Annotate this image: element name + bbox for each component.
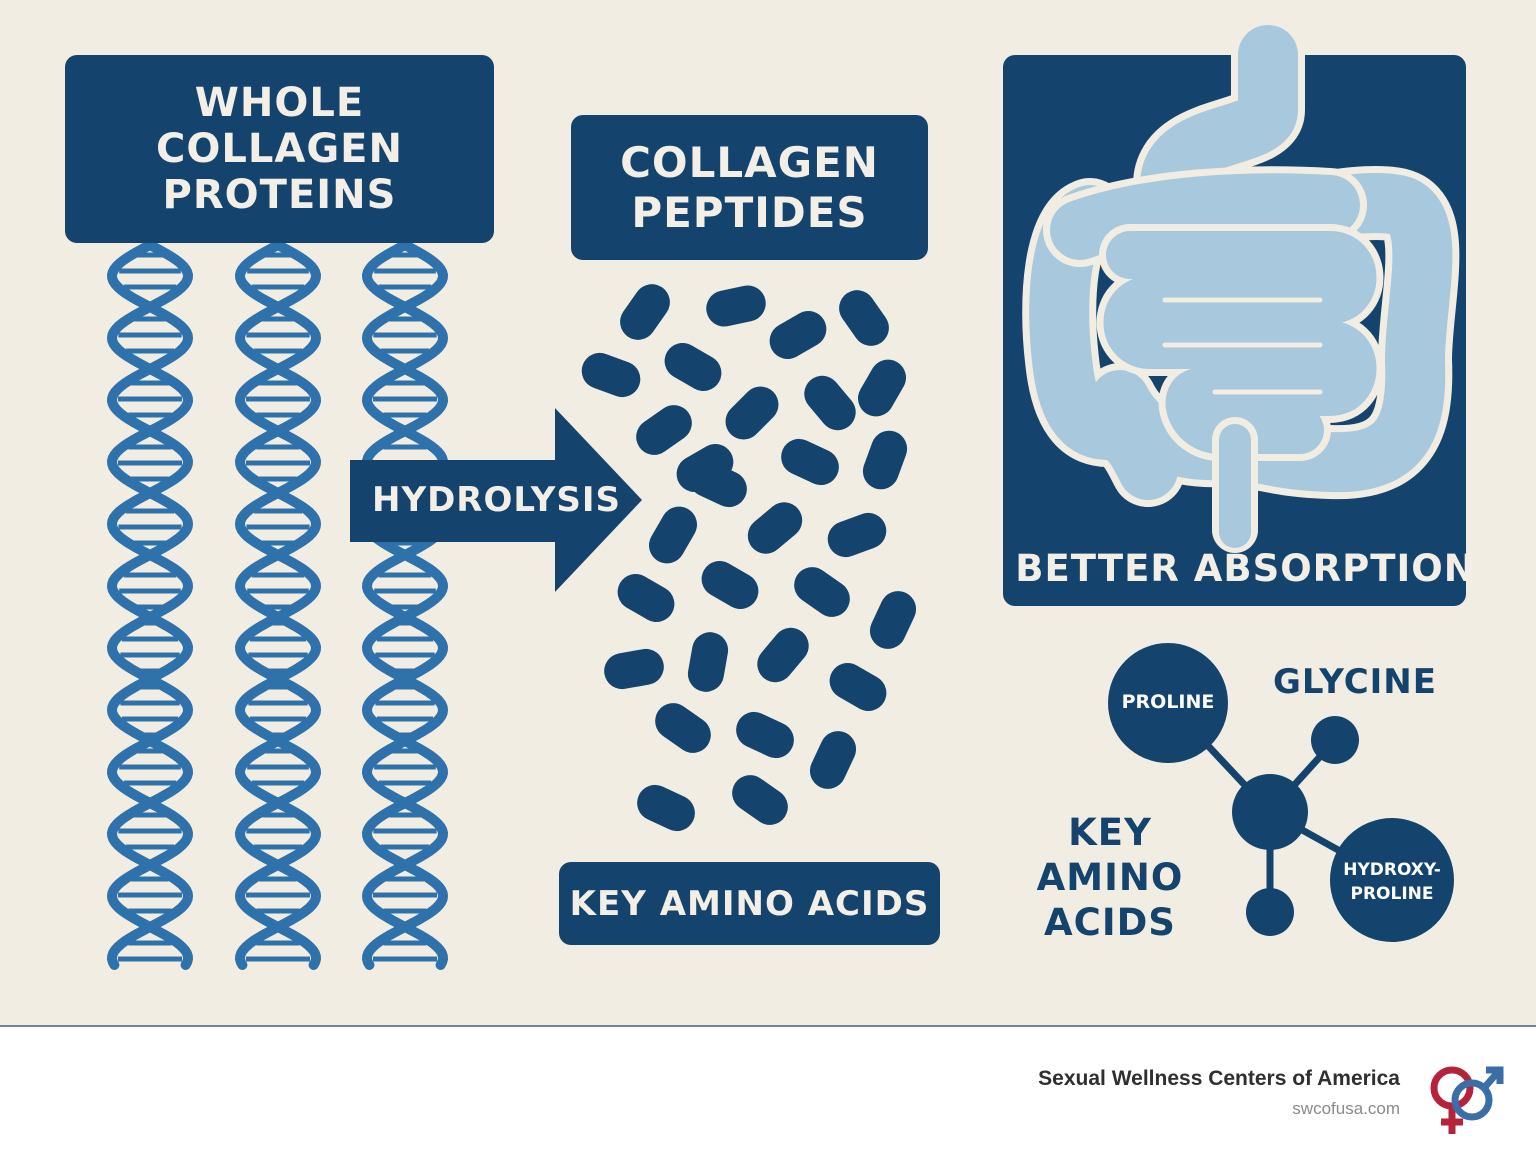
better-absorption-label: BETTER ABSORPTION (1015, 547, 1476, 590)
peptide-fragment (687, 632, 729, 692)
hydroxyproline-atom (1330, 818, 1454, 942)
peptide-fragment (706, 285, 766, 327)
footer (0, 1025, 1536, 1156)
helix-strand (106, 240, 194, 970)
glycine-label: GLYCINE (1273, 662, 1437, 702)
helix-strand (234, 240, 322, 970)
brand-name: Sexual Wellness Centers of America (1038, 1067, 1400, 1090)
key-amino-acids-box: KEY AMINO ACIDS (559, 862, 940, 945)
helix-strand (234, 240, 322, 970)
intestine-icon (1022, 18, 1460, 553)
peptide-fragment (725, 386, 779, 440)
glycine-atom (1311, 716, 1359, 764)
hydrolysis-arrow (350, 408, 642, 592)
whole-collagen-label: WHOLE COLLAGEN PROTEINS (65, 55, 494, 243)
diagram-graphics (106, 18, 1466, 970)
proline-label: PROLINE (1121, 691, 1215, 713)
peptide-fragment (858, 359, 906, 417)
peptide-fragment (757, 627, 809, 683)
peptide-fragment (617, 574, 675, 622)
peptide-fragment (664, 343, 722, 391)
peptide-fragment (732, 775, 788, 825)
peptide-fragment (636, 405, 692, 455)
peptide-fragment (637, 784, 695, 832)
peptide-fragment (862, 430, 908, 490)
brand-url: swcofusa.com (1292, 1099, 1400, 1118)
helix-strand (361, 240, 449, 970)
peptide-fragment (701, 561, 759, 609)
peptide-fragment (869, 591, 917, 649)
collagen-helix (106, 240, 194, 970)
peptide-fragment (581, 352, 641, 398)
peptide-fragment (794, 567, 850, 617)
peptide-fragment (769, 311, 827, 359)
collagen-peptides-text: COLLAGEN PEPTIDES (620, 137, 879, 237)
collagen-helices (106, 240, 449, 970)
helix-strand (106, 240, 194, 970)
collagen-helix (361, 240, 449, 970)
whole-collagen-text: WHOLE COLLAGEN PROTEINS (156, 80, 403, 218)
peptide-fragment (809, 731, 857, 789)
key-amino-acids-box-text: KEY AMINO ACIDS (569, 883, 930, 924)
helix-strand (361, 240, 449, 970)
peptide-fragment (781, 438, 839, 486)
collagen-peptides-label: COLLAGEN PEPTIDES (571, 115, 928, 260)
hydroxyproline-label: HYDROXY- PROLINE (1343, 860, 1441, 904)
peptide-fragment (604, 648, 664, 690)
hydrolysis-label: HYDROLYSIS (372, 480, 621, 520)
collagen-helix (234, 240, 322, 970)
peptide-fragment (620, 284, 670, 340)
female-symbol-icon (1430, 1066, 1474, 1134)
male-symbol-icon (1451, 1066, 1504, 1121)
central-atom (1232, 774, 1308, 850)
bottom-atom (1246, 888, 1294, 936)
peptide-fragment (655, 703, 711, 753)
peptide-fragment (827, 512, 887, 558)
key-amino-acids-text: KEY AMINO ACIDS (1036, 811, 1184, 944)
peptide-fragment (689, 460, 747, 508)
proline-atom (1108, 643, 1228, 763)
peptide-fragment (829, 663, 887, 711)
peptide-fragment (649, 506, 697, 564)
peptide-fragment (747, 502, 803, 554)
peptide-fragment (736, 711, 794, 759)
peptide-fragment (839, 290, 889, 346)
infographic-canvas: WHOLE COLLAGEN PROTEINS COLLAGEN PEPTIDE… (65, 18, 1476, 970)
peptide-fragment (804, 375, 856, 431)
gender-symbols-logo (1430, 1066, 1504, 1134)
peptide-fragments (581, 284, 917, 832)
